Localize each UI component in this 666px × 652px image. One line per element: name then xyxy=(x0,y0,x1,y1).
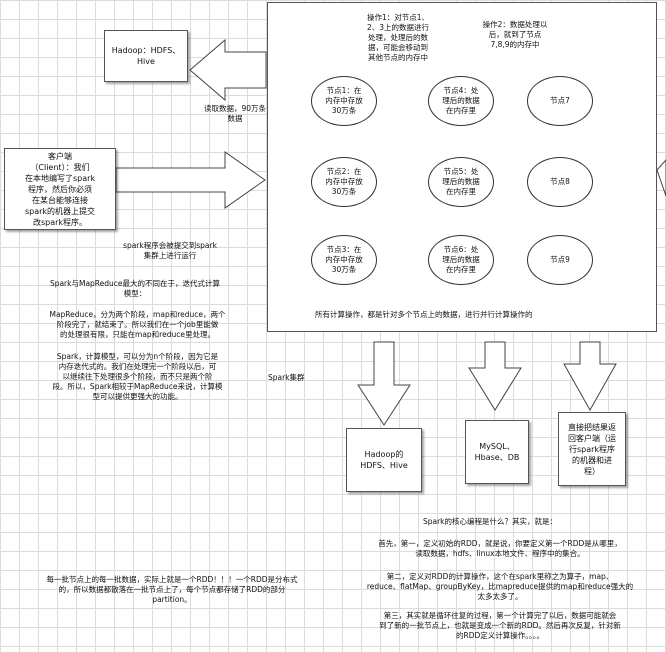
compare-mapreduce: MapReduce，分为两个阶段，map和reduce，两个 阶段完了，就结束了… xyxy=(49,310,226,339)
submit-label: spark程序会被提交到spark 集群上进行运行 xyxy=(123,241,217,260)
down-arrow-hdfs xyxy=(357,341,411,426)
read-data-arrow xyxy=(189,38,267,102)
core-step-2: 第二，定义对RDD的计算操作，这个在spark里称之为算子，map、 reduc… xyxy=(366,572,634,601)
node-8: 节点8 xyxy=(527,157,593,207)
return-to-client-box: 直接把结果返 回客户端（运 行spark程序 的机器和进 程） xyxy=(558,412,626,486)
submit-arrow xyxy=(115,151,266,209)
edge-arrow xyxy=(656,159,666,197)
hdfs-hive-bottom-text: Hadoop的 HDFS、Hive xyxy=(360,450,408,470)
node-5: 节点5：处 理后的数据 在内存里 xyxy=(428,157,494,207)
hdfs-hive-bottom-box: Hadoop的 HDFS、Hive xyxy=(346,428,422,492)
down-arrow-mysql xyxy=(468,341,522,411)
node-6: 节点6：处 理后的数据 在内存里 xyxy=(428,235,494,285)
hdfs-hive-top-box: Hadoop：HDFS、 Hive xyxy=(104,30,188,82)
core-title: Spark的核心编程是什么？其实，就是： xyxy=(422,517,558,526)
node-7: 节点7 xyxy=(527,76,593,126)
mysql-hbase-db-text: MySQL、 Hbase、DB xyxy=(474,442,520,462)
core-step-1: 首先，第一，定义初始的RDD，就是说，你要定义第一个RDD是从哪里， 读取数据，… xyxy=(378,539,622,558)
down-arrow-return xyxy=(563,341,617,412)
client-box: 客户端 （Client）：我们 在本地编写了spark 程序，然后你必须 在某台… xyxy=(4,148,116,230)
client-text: 客户端 （Client）：我们 在本地编写了spark 程序，然后你必须 在某台… xyxy=(24,151,96,227)
node-9: 节点9 xyxy=(527,235,593,285)
spark-cluster-label: Spark集群 xyxy=(268,373,305,382)
node-2: 节点2：在 内存中存放 30万条 xyxy=(311,157,377,207)
op1-label: 操作1：对节点1、 2、3上的数据进行 处理，处理后的数 据，可能会移动到 其他… xyxy=(366,13,430,62)
rdd-note: 每一批节点上的每一批数据，实际上就是一个RDD！！！一个RDD是分布式 的，所以… xyxy=(46,575,298,604)
op2-label: 操作2：数据处理以 后，就到了节点 7,8,9的内存中 xyxy=(482,20,548,49)
return-to-client-text: 直接把结果返 回客户端（运 行spark程序 的机器和进 程） xyxy=(568,422,616,476)
compare-title: Spark与MapReduce最大的不同在于，迭代式计算 模型： xyxy=(49,279,221,298)
node-3: 节点3：在 内存中存放 30万条 xyxy=(311,235,377,285)
compare-spark: Spark，计算模型，可以分为n个阶段，因为它是 内存迭代式的。我们在处理完一个… xyxy=(52,352,223,401)
parallel-label: 所有计算操作，都是针对多个节点上的数据，进行并行计算操作的 xyxy=(315,310,533,319)
read-data-label: 读取数据，90万条 数据 xyxy=(203,104,267,123)
hdfs-hive-top-text: Hadoop：HDFS、 Hive xyxy=(111,46,181,66)
core-step-3: 第三，其实就是循环往复的过程，第一个计算完了以后，数据可能就会 到了新的一批节点… xyxy=(379,611,621,640)
node-1: 节点1：在 内存中存放 30万条 xyxy=(311,76,377,126)
node-4: 节点4：处 理后的数据 在内存里 xyxy=(428,76,494,126)
mysql-hbase-db-box: MySQL、 Hbase、DB xyxy=(465,420,529,484)
